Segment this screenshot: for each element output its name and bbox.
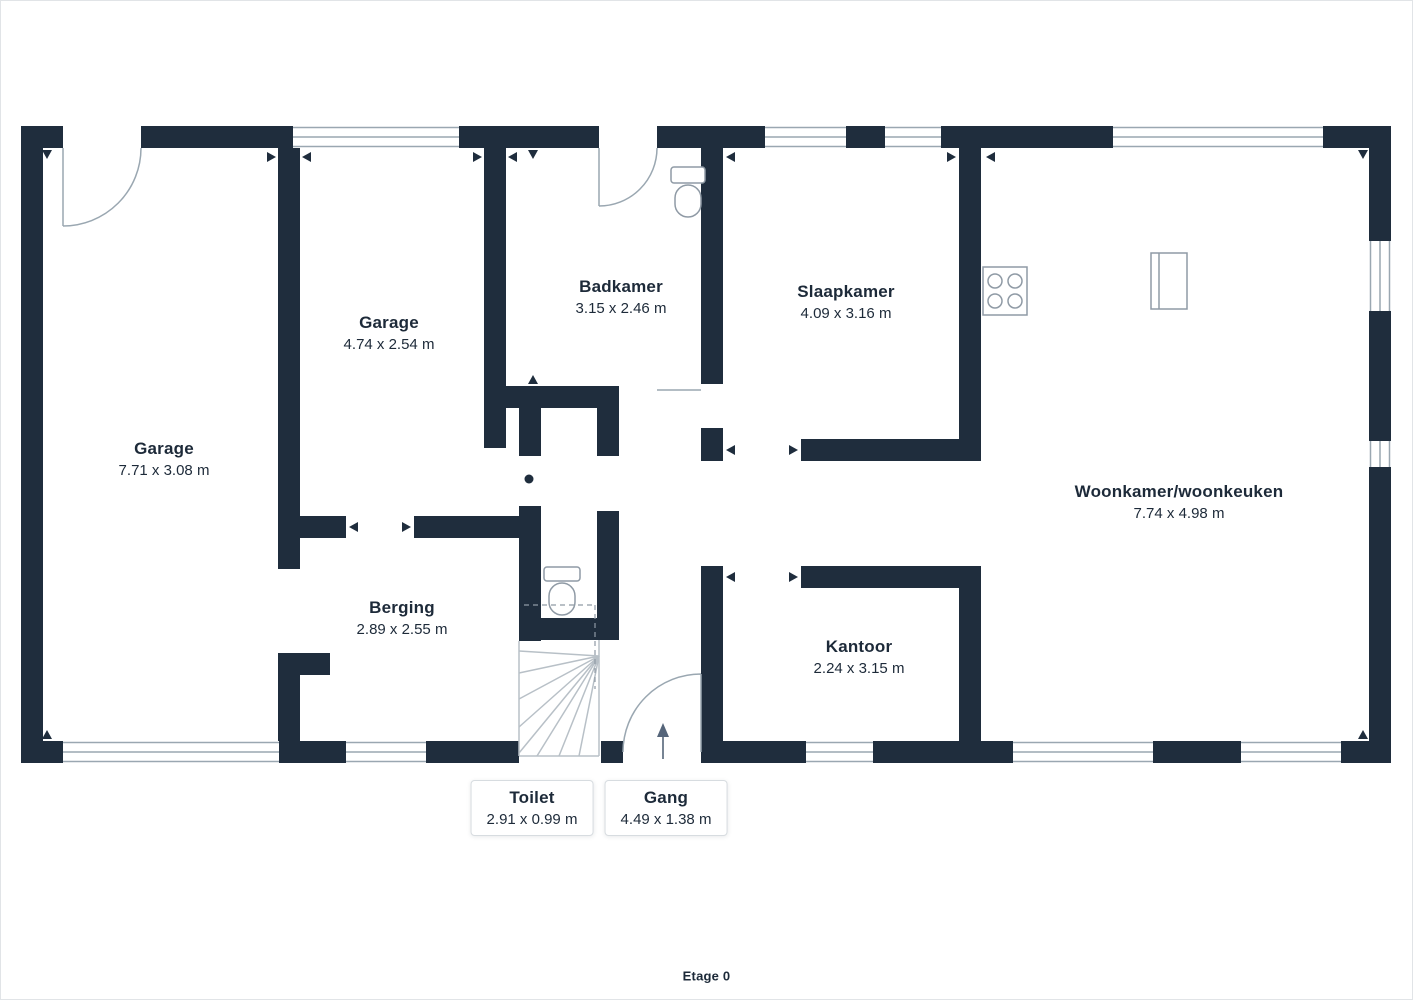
room-name: Woonkamer/woonkeuken	[1074, 482, 1284, 501]
room-name: Toilet	[509, 788, 555, 807]
toilet-icon	[543, 566, 581, 616]
door-swing-icons	[62, 147, 702, 753]
toilet-icon	[670, 166, 706, 218]
room-name: Gang	[643, 788, 689, 807]
room-dims: 7.71 x 3.08 m	[118, 462, 210, 479]
room-name: Badkamer	[579, 277, 663, 296]
room-dims: 7.74 x 4.98 m	[1133, 505, 1225, 522]
room-label-berging: Berging 2.89 x 2.55 m	[357, 598, 448, 638]
kitchen-cabinet-icon	[1150, 252, 1188, 310]
room-name: Garage	[134, 439, 194, 458]
room-dims: 4.49 x 1.38 m	[620, 811, 712, 828]
room-label-garage-large: Garage 7.71 x 3.08 m	[119, 439, 210, 479]
room-dims: 3.15 x 2.46 m	[575, 300, 667, 317]
room-name: Berging	[369, 598, 435, 617]
room-label-garage-small: Garage 4.74 x 2.54 m	[344, 313, 435, 353]
room-label-badkamer: Badkamer 3.15 x 2.46 m	[576, 277, 667, 317]
stove-burners-icon	[982, 266, 1028, 316]
window-icons	[63, 126, 1391, 763]
room-label-kantoor: Kantoor 2.24 x 3.15 m	[814, 637, 905, 677]
room-dims: 4.09 x 3.16 m	[800, 305, 892, 322]
room-label-woonkamer: Woonkamer/woonkeuken 7.74 x 4.98 m	[1075, 482, 1284, 522]
door-pivot-dot	[524, 474, 534, 484]
room-dims: 2.24 x 3.15 m	[813, 660, 905, 677]
interior-walls	[278, 148, 981, 741]
outer-walls	[21, 126, 1391, 763]
room-name: Garage	[359, 313, 419, 332]
room-label-gang: Gang 4.49 x 1.38 m	[604, 780, 728, 836]
room-name: Kantoor	[825, 637, 893, 656]
staircase-icon	[518, 604, 600, 757]
room-label-slaapkamer: Slaapkamer 4.09 x 3.16 m	[797, 282, 894, 322]
room-label-toilet: Toilet 2.91 x 0.99 m	[470, 780, 594, 836]
dimension-ticks	[42, 150, 1368, 739]
room-dims: 4.74 x 2.54 m	[343, 336, 435, 353]
room-dims: 2.91 x 0.99 m	[486, 811, 578, 828]
entrance-arrow-icon	[657, 723, 669, 759]
room-name: Slaapkamer	[797, 282, 895, 301]
room-dims: 2.89 x 2.55 m	[356, 621, 448, 638]
floor-title: Etage 0	[682, 968, 731, 984]
